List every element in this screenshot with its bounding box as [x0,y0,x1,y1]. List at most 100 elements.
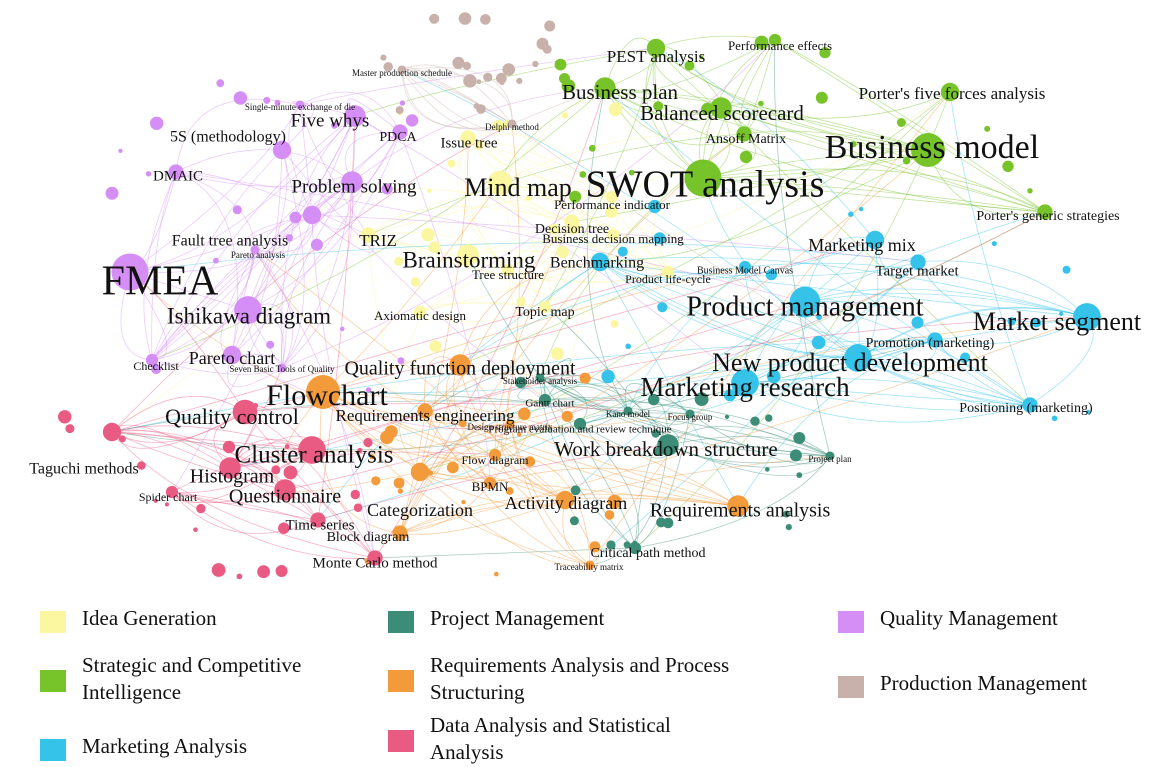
graph-edge [539,377,691,415]
graph-edge [655,47,929,151]
graph-edge [702,168,1046,213]
graph-edge [299,47,657,106]
graph-edge [509,316,1088,425]
graph-edge [599,261,859,359]
graph-edge [111,431,376,559]
graph-edge [111,430,319,521]
graph-node-dot [623,541,631,549]
legend-label-requirements-analysis: Requirements Analysis and Process Struct… [430,653,730,704]
graph-node-label: Mind map [464,173,572,202]
graph-node [628,541,642,555]
graph-edge [774,39,831,457]
graph-node-label: Issue tree [440,135,497,151]
graph-edge [949,91,1031,406]
graph-edge [804,300,936,341]
graph-edge [419,302,546,313]
graph-edge [354,47,657,117]
graph-edge [562,499,591,566]
graph-node-dot [283,465,298,480]
graph-edge [322,391,691,429]
graph-node-label: Master production schedule [352,68,452,78]
graph-edge [720,91,951,119]
graph-node-dot [153,498,158,503]
graph-node [738,260,752,274]
graph-node-label: Fault tree analysis [172,233,288,250]
graph-edge [612,226,669,273]
graph-node [507,119,517,129]
graph-edge [111,410,629,451]
graph-edge [702,39,776,179]
graph-node-dot [694,392,709,406]
graph-edge [175,171,238,356]
graph-edge [111,425,313,451]
graph-edge [399,423,511,534]
graph-edge [744,262,1088,318]
graph-edge [544,399,831,457]
graph-node-dot [984,125,991,132]
graph-node-dot [789,449,802,462]
graph-edge [317,261,601,521]
graph-edge [399,493,739,534]
graph-edge [151,249,256,361]
graph-edge [367,234,746,384]
graph-node-label: Quality function deployment [344,358,576,380]
graph-node-dot [651,429,660,438]
graph-edge [667,436,831,457]
graph-edge [311,214,919,263]
graph-node-dot [150,116,164,130]
legend: Idea Generation Strategic and Competitiv… [0,590,1165,767]
graph-node-dot [350,489,360,500]
graph-node [360,227,376,243]
graph-edge [311,131,401,216]
graph-node-dot [617,246,628,257]
graph-node-dot [57,410,72,424]
graph-node [397,65,407,75]
graph-node-dot [446,461,459,474]
graph-edge [500,423,566,501]
graph-node-label: Work breakdown structure [554,437,777,461]
graph-node-dot [492,119,504,132]
graph-edge [111,431,319,521]
graph-edge [857,357,1031,408]
graph-edge [655,47,876,241]
graph-edge [499,182,669,273]
graph-node-dot [65,424,75,434]
graph-edge [457,137,509,271]
graph-node [272,140,292,160]
graph-node [222,345,242,365]
graph-edge [539,377,636,549]
graph-node-dot [340,326,345,332]
graph-edge [247,115,356,311]
graph-node-dot [579,171,587,178]
graph-edge [744,261,919,384]
graph-edge [720,107,1046,213]
graph-node-label: Axiomatic design [374,308,467,323]
graph-edge [507,221,573,275]
graph-edge [667,425,831,457]
graph-edge [311,214,374,253]
graph-edge [151,131,401,361]
graph-node-label: Marketing mix [808,235,915,255]
legend-swatch-marketing-analysis [40,739,66,761]
graph-edge [129,115,356,273]
graph-edge [111,234,369,433]
graph-node [685,409,695,419]
graph-edge [322,391,739,507]
graph-edge [424,410,591,566]
graph-node-dot [118,148,123,153]
graph-node-dot [815,91,828,104]
graph-node-dot [589,541,601,553]
graph-node-label: Pareto analysis [231,250,286,260]
graph-edge [129,271,168,361]
graph-node-dot [1062,265,1071,274]
graph-edge [702,149,929,179]
graph-node-dot [505,487,514,495]
graph-node [449,354,471,376]
graph-node-label: Ansoff Matrix [706,132,786,147]
graph-node-dot [796,472,803,478]
graph-edge [702,177,1046,213]
legend-item-strategic-intelligence: Strategic and Competitive Intelligence [40,652,380,706]
graph-node-label: Categorization [367,500,473,520]
graph-node-dot [610,319,619,328]
graph-node [684,159,722,197]
